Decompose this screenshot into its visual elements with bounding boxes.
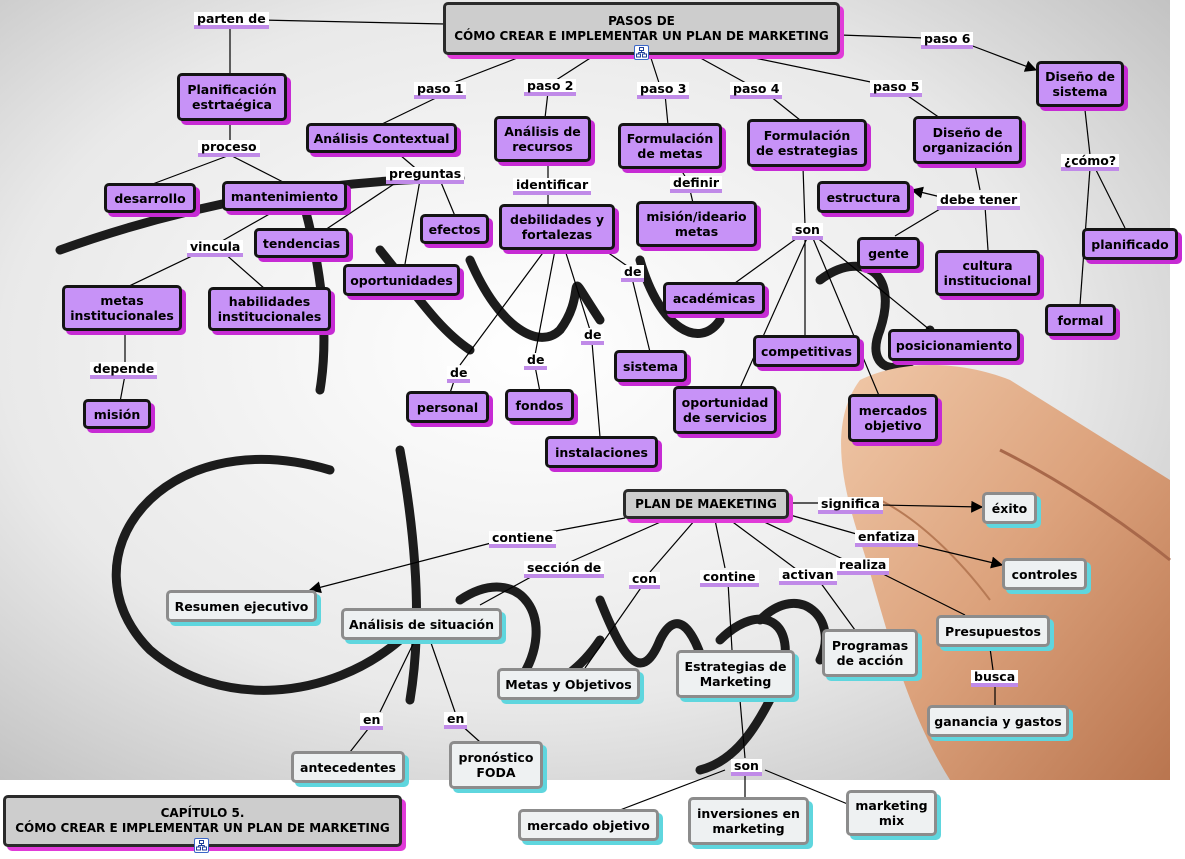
concept-cultura-institucional[interactable]: cultura institucional bbox=[935, 250, 1040, 296]
concept-oportunidad-servicios[interactable]: oportunidad de servicios bbox=[673, 386, 777, 434]
link-label-depende: depende bbox=[90, 362, 158, 379]
plan-node-antecedentes[interactable]: antecedentes bbox=[291, 751, 405, 783]
link-label-con: con bbox=[629, 572, 660, 589]
concept-analisis-contextual[interactable]: Análisis Contextual bbox=[306, 123, 457, 153]
plan-node-analisis-situacion[interactable]: Análisis de situación bbox=[341, 608, 502, 640]
plan-node-inversiones-marketing[interactable]: inversiones en marketing bbox=[688, 797, 809, 845]
concept-estructura[interactable]: estructura bbox=[817, 181, 910, 213]
link-label-busca: busca bbox=[971, 670, 1019, 687]
plan-node-presupuestos[interactable]: Presupuestos bbox=[936, 615, 1050, 647]
link-label-paso-5: paso 5 bbox=[870, 80, 923, 97]
concept-fondos[interactable]: fondos bbox=[505, 389, 574, 421]
link-label-vincula: vincula bbox=[187, 240, 244, 257]
concept-efectos[interactable]: efectos bbox=[420, 214, 489, 244]
plan-node-metas-objetivos[interactable]: Metas y Objetivos bbox=[497, 668, 640, 700]
plan-node-mercado-objetivo[interactable]: mercado objetivo bbox=[518, 809, 659, 841]
link-label-de-sistema: de bbox=[621, 265, 645, 282]
concept-mision-ideario[interactable]: misión/ideario metas bbox=[636, 201, 757, 247]
concept-planificacion[interactable]: Planificación estrtaégica bbox=[177, 73, 287, 121]
concept-sistema[interactable]: sistema bbox=[614, 350, 687, 382]
concept-debilidades-fortalezas[interactable]: debilidades y fortalezas bbox=[499, 204, 615, 250]
concept-map-expand-icon[interactable] bbox=[194, 838, 209, 853]
plan-node-controles[interactable]: controles bbox=[1002, 558, 1087, 590]
link-label-como: ¿cómo? bbox=[1061, 154, 1120, 171]
link-label-en-pronostico: en bbox=[444, 712, 468, 729]
link-label-de-fondos: de bbox=[524, 353, 548, 370]
concept-analisis-recursos[interactable]: Análisis de recursos bbox=[494, 116, 591, 162]
link-label-contiene: contiene bbox=[489, 531, 557, 548]
concept-formal[interactable]: formal bbox=[1045, 304, 1116, 336]
plan-de-marketing-node[interactable]: PLAN DE MAEKETING bbox=[623, 489, 789, 519]
concept-habilidades-institucionales[interactable]: habilidades institucionales bbox=[208, 287, 331, 331]
concept-mision[interactable]: misión bbox=[83, 399, 151, 429]
concept-planificado[interactable]: planificado bbox=[1082, 228, 1178, 260]
plan-node-pronostico-foda[interactable]: pronóstico FODA bbox=[449, 741, 543, 789]
link-label-paso-2: paso 2 bbox=[524, 79, 577, 96]
plan-node-exito[interactable]: éxito bbox=[982, 492, 1037, 524]
link-label-de-personal: de bbox=[447, 366, 471, 383]
concept-academicas[interactable]: académicas bbox=[663, 282, 765, 314]
link-label-definir: definir bbox=[670, 176, 723, 193]
link-label-paso-6: paso 6 bbox=[921, 32, 974, 49]
link-label-de-instalaciones: de bbox=[581, 328, 605, 345]
concept-desarrollo[interactable]: desarrollo bbox=[104, 183, 196, 213]
concept-metas-institucionales[interactable]: metas institucionales bbox=[62, 285, 182, 331]
concept-map-expand-icon[interactable] bbox=[634, 45, 649, 60]
concept-diseno-organizacion[interactable]: Diseño de organización bbox=[913, 116, 1022, 164]
link-label-proceso: proceso bbox=[198, 140, 260, 157]
link-label-identificar: identificar bbox=[513, 178, 592, 195]
link-label-contine: contine bbox=[700, 570, 759, 587]
link-label-paso-3: paso 3 bbox=[637, 82, 690, 99]
concept-formulacion-estrategias[interactable]: Formulación de estrategias bbox=[747, 119, 867, 167]
concept-competitivas[interactable]: competitivas bbox=[753, 335, 860, 367]
plan-node-estrategias-marketing[interactable]: Estrategias de Marketing bbox=[676, 650, 795, 698]
concept-instalaciones[interactable]: instalaciones bbox=[545, 436, 658, 468]
concept-personal[interactable]: personal bbox=[406, 391, 489, 423]
link-label-realiza: realiza bbox=[836, 558, 890, 575]
link-label-seccion-de: sección de bbox=[524, 561, 605, 578]
link-label-parten-de: parten de bbox=[194, 12, 269, 29]
link-label-son-estrategias: son bbox=[792, 223, 823, 240]
plan-node-marketing-mix[interactable]: marketing mix bbox=[846, 790, 937, 836]
link-label-activan: activan bbox=[779, 568, 837, 585]
concept-formulacion-metas[interactable]: Formulación de metas bbox=[618, 123, 722, 169]
plan-node-ganancia-gastos[interactable]: ganancia y gastos bbox=[927, 705, 1069, 737]
link-label-paso-4: paso 4 bbox=[730, 82, 783, 99]
link-label-en-antecedentes: en bbox=[360, 713, 384, 730]
concept-tendencias[interactable]: tendencias bbox=[254, 228, 349, 258]
link-label-debe-tener: debe tener bbox=[937, 193, 1021, 210]
concept-posicionamiento[interactable]: posicionamiento bbox=[888, 329, 1020, 361]
link-label-preguntas: preguntas bbox=[386, 167, 465, 184]
plan-node-programas-accion[interactable]: Programas de acción bbox=[822, 629, 918, 677]
concept-oportunidades[interactable]: oportunidades bbox=[343, 264, 460, 296]
concept-mercados-objetivo[interactable]: mercados objetivo bbox=[848, 394, 938, 442]
link-label-paso-1: paso 1 bbox=[414, 82, 467, 99]
link-label-son-estrategias-marketing: son bbox=[731, 759, 762, 776]
concept-gente[interactable]: gente bbox=[857, 237, 920, 269]
link-label-enfatiza: enfatiza bbox=[855, 530, 919, 547]
plan-node-resumen-ejecutivo[interactable]: Resumen ejecutivo bbox=[166, 590, 317, 622]
link-label-significa: significa bbox=[818, 497, 883, 514]
concept-diseno-sistema[interactable]: Diseño de sistema bbox=[1036, 61, 1124, 107]
concept-mantenimiento[interactable]: mantenimiento bbox=[222, 181, 347, 211]
